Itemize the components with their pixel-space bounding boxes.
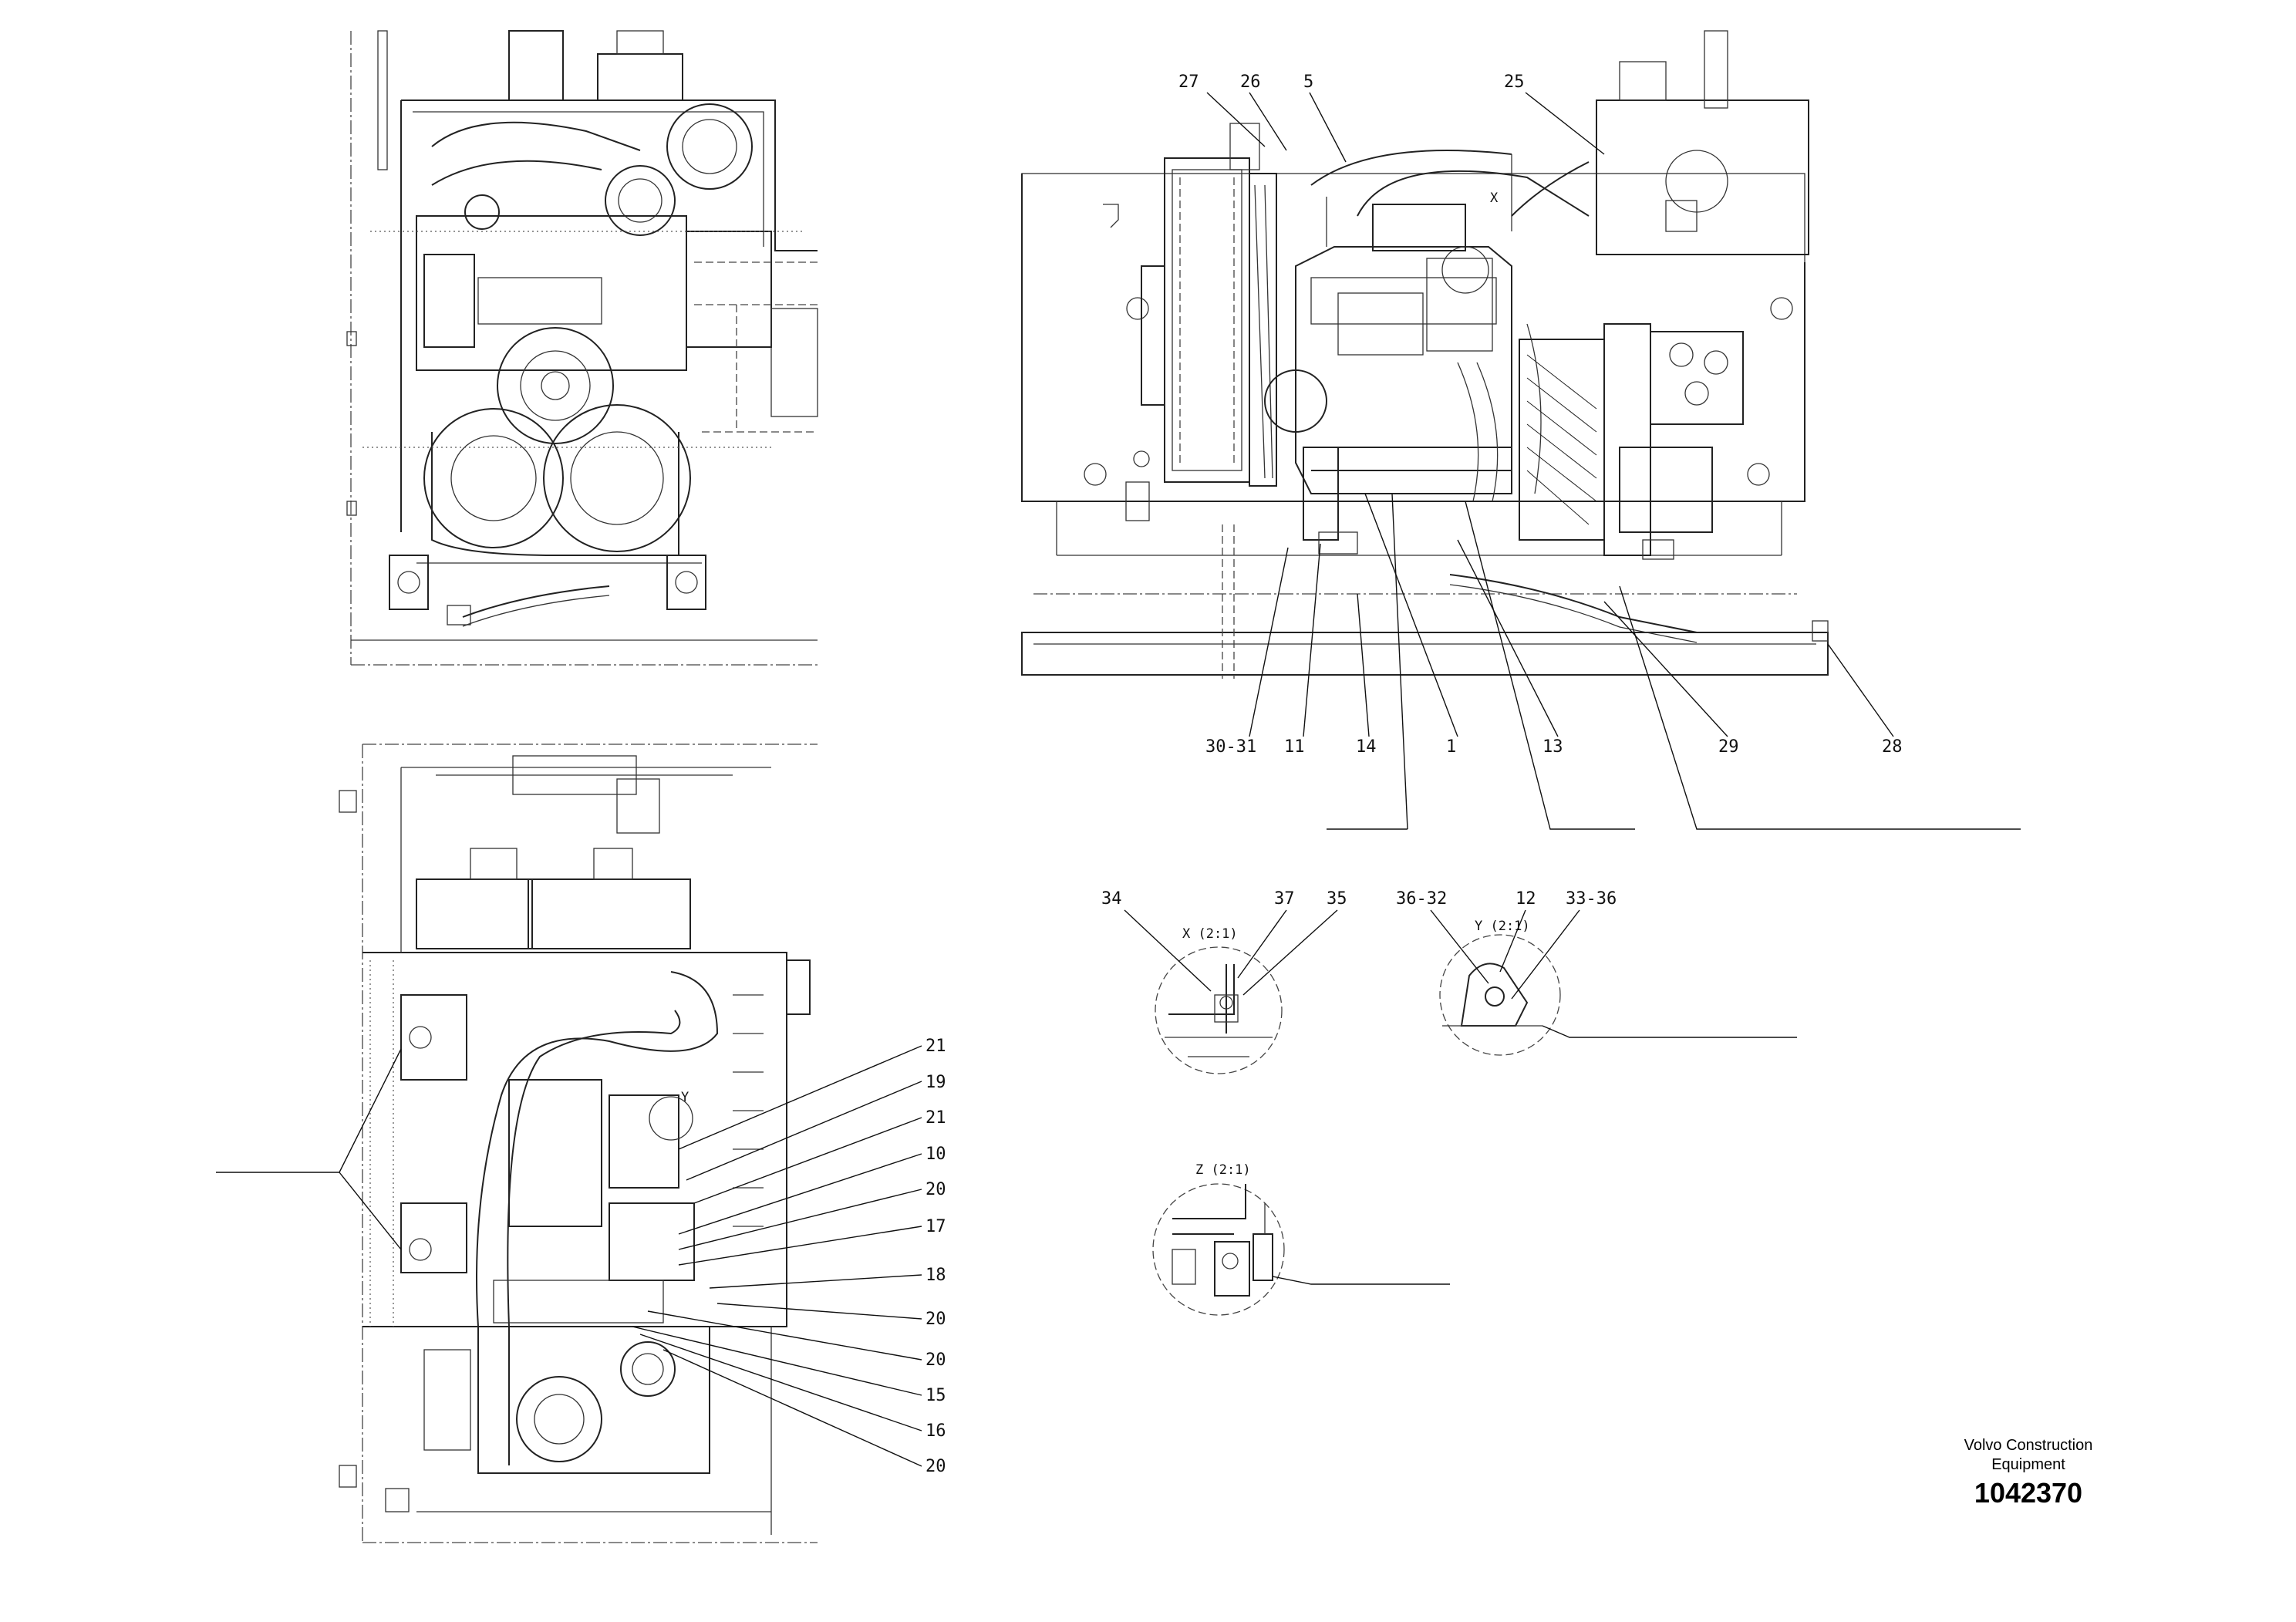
- callout-side: 27: [1178, 73, 1199, 92]
- front-view: [346, 30, 818, 666]
- callout-plan: 20: [925, 1351, 946, 1370]
- callout-side: 5: [1303, 73, 1313, 92]
- callout-side: 25: [1504, 73, 1525, 92]
- callout-plan: 10: [925, 1145, 946, 1164]
- callout-plan: 21: [925, 1037, 946, 1056]
- callout-plan: 20: [925, 1180, 946, 1199]
- detail-x: X (2:1) 34 37 35: [1101, 889, 1347, 1074]
- detail-y-title: Y (2:1): [1475, 919, 1530, 934]
- callout-detail-y: 12: [1515, 889, 1536, 909]
- view-mark-x: X: [1490, 191, 1499, 206]
- callout-detail-y: 33-36: [1566, 889, 1617, 909]
- callout-detail-y: 36-32: [1396, 889, 1447, 909]
- callout-plan: 20: [925, 1310, 946, 1329]
- callout-plan: 19: [925, 1073, 946, 1092]
- side-view-callouts: 27 26 5 25 30-31 11 14 1 13 29 28: [1178, 73, 2021, 830]
- callout-plan: 18: [925, 1266, 946, 1285]
- brand-line-1: Volvo Construction: [1964, 1437, 2093, 1454]
- callout-plan: 20: [925, 1457, 946, 1476]
- callout-side: 28: [1882, 737, 1903, 757]
- callout-detail-x: 35: [1327, 889, 1347, 909]
- callout-plan: 15: [925, 1386, 946, 1405]
- side-view: X: [1021, 30, 1829, 679]
- callout-side: 26: [1240, 73, 1261, 92]
- callout-plan: 21: [925, 1108, 946, 1128]
- document-number: 1042370: [1974, 1477, 2083, 1509]
- callout-side: 14: [1356, 737, 1377, 757]
- callout-detail-x: 34: [1101, 889, 1122, 909]
- callout-plan: 16: [925, 1421, 946, 1441]
- detail-x-title: X (2:1): [1182, 926, 1238, 942]
- callout-side: 11: [1284, 737, 1305, 757]
- callout-plan: 17: [925, 1217, 946, 1236]
- detail-y: Y (2:1) 36-32 12 33-36: [1396, 889, 1797, 1056]
- callout-side: 30-31: [1205, 737, 1256, 757]
- callout-detail-x: 37: [1274, 889, 1295, 909]
- plan-view-callouts: 21 19 21 10 20 17 18 20 20 15 16 20: [632, 1037, 946, 1476]
- callout-side: 29: [1718, 737, 1739, 757]
- detail-z-title: Z (2:1): [1195, 1162, 1251, 1178]
- brand-line-2: Equipment: [1991, 1456, 2065, 1473]
- callout-side: 13: [1542, 737, 1563, 757]
- view-mark-y: Y: [681, 1090, 689, 1105]
- callout-side: 1: [1446, 737, 1456, 757]
- detail-z: Z (2:1): [1152, 1162, 1450, 1316]
- plan-view: Y: [216, 744, 818, 1543]
- brand-block: Volvo Construction Equipment: [1913, 1436, 2144, 1475]
